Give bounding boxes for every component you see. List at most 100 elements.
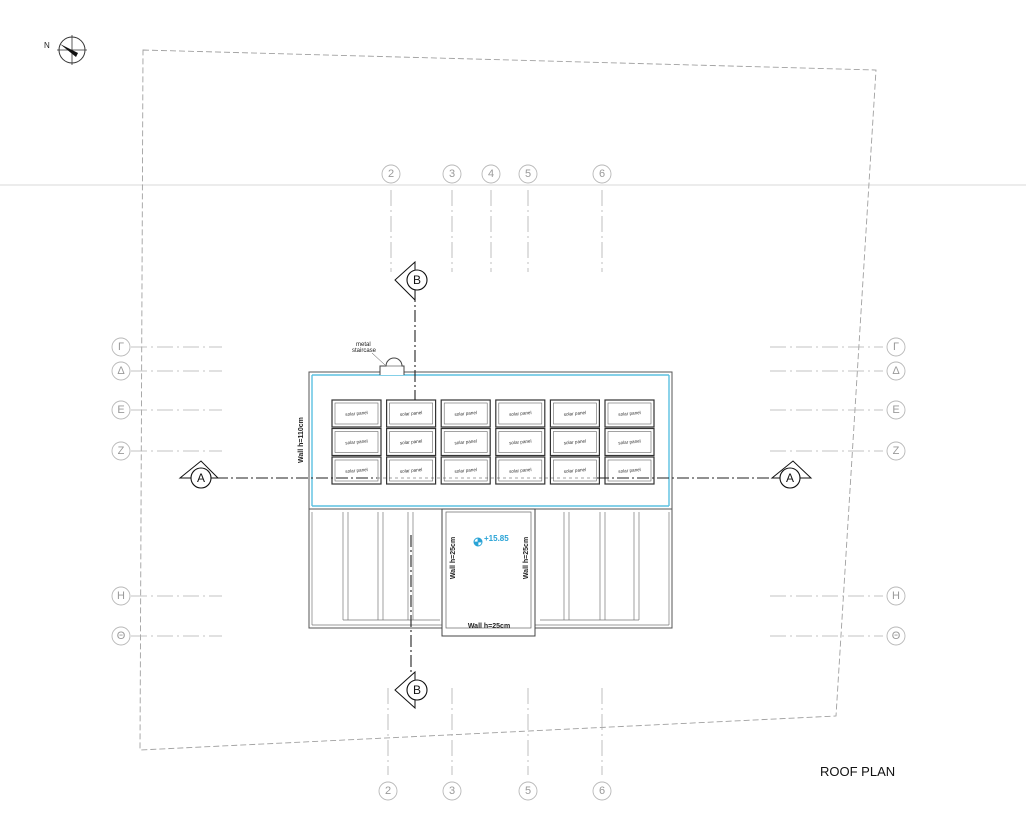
staircase-label-line1: metal [356,342,371,348]
grid-bubble-top-3: 3 [442,164,462,184]
solar-panel: solar panel [549,456,601,485]
grid-bubble-top-2: 2 [381,164,401,184]
solar-panel-label: solar panel [400,439,423,446]
grid-bubble-left-theta: Θ [111,626,131,646]
solar-panel-array: solar panel solar panel solar panel solar p… [331,399,655,485]
parapet-wall-label: Wall h=110cm [298,417,305,463]
metal-staircase [379,357,405,375]
solar-panel: solar panel [604,399,655,428]
solar-panel-label: solar panel [345,467,368,474]
north-arrow-icon [57,35,87,65]
solar-panel: solar panel [331,399,382,428]
grid-bubble-left-gamma: Γ [111,337,131,357]
svg-text:Γ: Γ [893,341,899,353]
solar-panel-label: solar panel [618,439,641,446]
wall-label-bottom: Wall h=25cm [468,623,510,630]
grid-bubble-left-zeta: Ζ [111,441,131,461]
drawing-title: ROOF PLAN [820,764,895,779]
svg-text:5: 5 [525,168,531,180]
solar-panel-label: solar panel [509,467,532,474]
solar-panel: solar panel [386,456,437,485]
solar-panel-label: solar panel [400,410,423,417]
svg-text:Δ: Δ [117,365,125,377]
svg-text:6: 6 [599,785,605,797]
grid-lines-vertical [387,190,603,775]
svg-text:Η: Η [117,590,125,602]
svg-text:Ζ: Ζ [118,445,125,457]
grid-lines-horizontal [131,346,883,637]
svg-text:2: 2 [385,785,391,797]
solar-panel-label: solar panel [454,467,477,474]
solar-panel-label: solar panel [509,410,532,417]
site-boundary [139,49,877,751]
elevation-label: +15.85 [484,534,509,543]
grid-bubble-left-epsilon: Ε [111,400,131,420]
svg-text:5: 5 [525,785,531,797]
solar-panel: solar panel [495,399,546,428]
solar-panel: solar panel [549,399,601,428]
solar-panel-label: solar panel [563,410,586,417]
grid-bubble-top-6: 6 [592,164,612,184]
grid-bubble-bottom-6: 6 [592,781,612,801]
svg-text:Γ: Γ [118,341,124,353]
solar-panel-label: solar panel [400,467,423,474]
solar-panel-label: solar panel [454,439,477,446]
solar-panel: solar panel [549,427,601,457]
solar-panel: solar panel [331,456,382,485]
solar-panel: solar panel [386,399,437,428]
level-marker-icon [473,537,483,547]
section-b-bottom-label: B [413,683,421,697]
solar-panel-label: solar panel [618,467,641,474]
grid-bubble-bottom-5: 5 [518,781,538,801]
solar-panel-label: solar panel [618,410,641,417]
svg-text:Θ: Θ [892,630,901,642]
lower-roof [308,508,673,629]
solar-panel: solar panel [604,456,655,485]
grid-bubble-right-gamma: Γ [886,337,906,357]
grid-bubble-bottom-3: 3 [442,781,462,801]
svg-text:6: 6 [599,168,605,180]
svg-text:2: 2 [388,168,394,180]
svg-text:Ζ: Ζ [893,445,900,457]
solar-panel: solar panel [386,427,437,457]
grid-bubble-top-4: 4 [481,164,501,184]
solar-panel: solar panel [604,427,655,457]
stair-core [441,508,536,637]
grid-bubble-right-eta: Η [886,586,906,606]
north-label: N [44,41,50,50]
svg-text:Ε: Ε [892,404,899,416]
grid-bubble-right-epsilon: Ε [886,400,906,420]
grid-bubble-right-zeta: Ζ [886,441,906,461]
grid-bubble-left-eta: Η [111,586,131,606]
solar-panel-label: solar panel [454,410,477,417]
svg-text:Η: Η [892,590,900,602]
solar-panel-label: solar panel [345,439,368,446]
wall-label-left: Wall h=25cm [450,537,457,579]
solar-panel: solar panel [440,427,491,457]
solar-panel: solar panel [440,399,491,428]
staircase-leader [371,352,386,366]
svg-text:3: 3 [449,168,455,180]
section-a-right-label: A [786,471,794,485]
svg-text:Ε: Ε [117,404,124,416]
svg-text:4: 4 [488,168,494,180]
grid-bubbles: 2 3 4 5 6 2 3 5 6 Γ Δ Ε Ζ Η Θ Γ Δ Ε Ζ Η … [111,164,906,801]
solar-panel: solar panel [440,456,491,485]
wall-label-right: Wall h=25cm [523,537,530,579]
grid-bubble-left-delta: Δ [111,361,131,381]
section-line-a [178,460,813,489]
staircase-label-line2: staircase [352,348,377,354]
grid-bubble-right-theta: Θ [886,626,906,646]
solar-panel: solar panel [331,427,382,457]
grid-bubble-bottom-2: 2 [378,781,398,801]
solar-panel-label: solar panel [563,467,586,474]
solar-panel-label: solar panel [345,410,368,417]
solar-panel-label: solar panel [509,439,532,446]
svg-text:Δ: Δ [892,365,900,377]
section-a-left-label: A [197,471,205,485]
svg-text:Θ: Θ [117,630,126,642]
section-line-b [394,260,428,710]
section-b-top-label: B [413,273,421,287]
grid-bubble-right-delta: Δ [886,361,906,381]
